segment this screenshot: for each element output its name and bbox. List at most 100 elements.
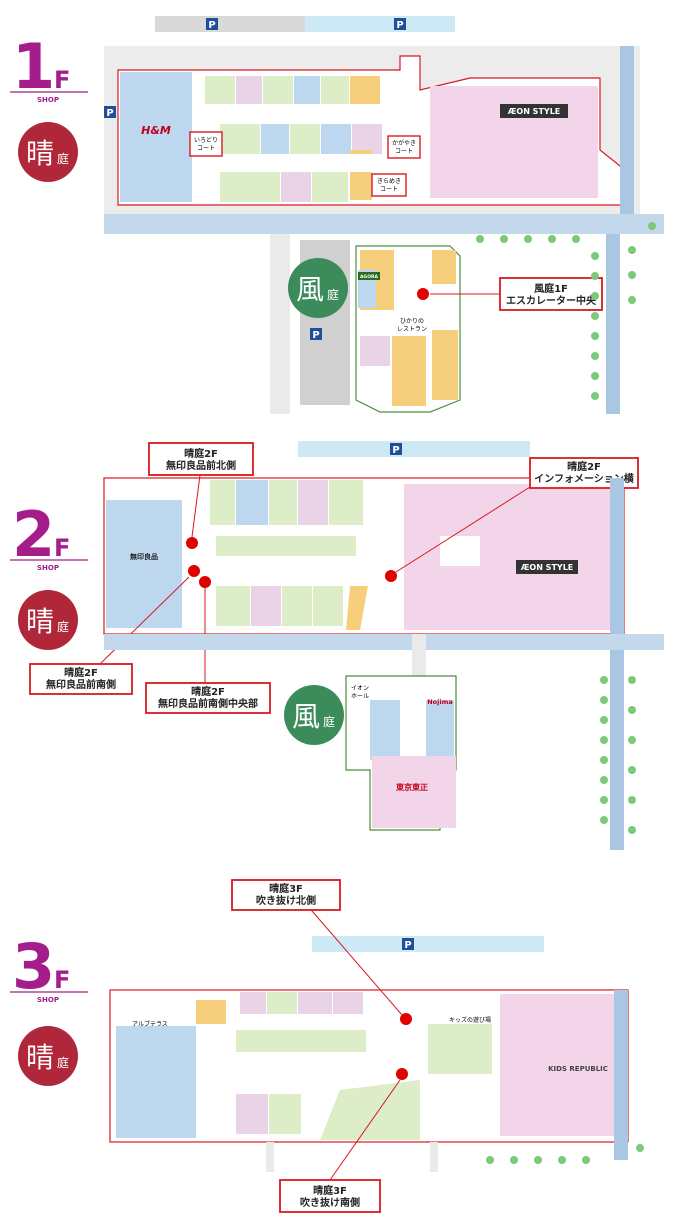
parking-label: P bbox=[208, 20, 215, 31]
shop-block bbox=[288, 258, 348, 318]
parking-label: P bbox=[404, 940, 411, 951]
hikari-restaurant-label: ひかりのレストラン bbox=[397, 318, 427, 333]
store-agora-label: AGORA bbox=[360, 274, 378, 280]
shop-block bbox=[236, 1094, 268, 1134]
hotspot-hare-2f-south[interactable] bbox=[188, 565, 200, 577]
parking-strip-1f bbox=[155, 16, 305, 32]
shop-block bbox=[620, 46, 634, 214]
badge-hare-1f: 晴 庭 bbox=[18, 122, 78, 182]
shop-block bbox=[321, 76, 349, 104]
callout-hare-2f-north[interactable] bbox=[148, 442, 254, 476]
shop-block bbox=[610, 478, 624, 634]
floor-1f-map: P P H&M ÆON STYLE いろどりコート bbox=[104, 16, 664, 414]
shop-block bbox=[269, 480, 297, 525]
badge-hare-2f: 晴 庭 bbox=[18, 590, 78, 650]
badge-hare-3f: 晴 庭 bbox=[18, 1026, 78, 1086]
store-aeon-label-1f: ÆON STYLE bbox=[508, 107, 561, 116]
store-aeon-style-2f[interactable] bbox=[404, 484, 620, 630]
parking-icon bbox=[402, 938, 414, 950]
shop-block bbox=[360, 336, 390, 366]
store-kids-republic[interactable] bbox=[500, 994, 622, 1136]
hotspot-hare-2f-center[interactable] bbox=[199, 576, 211, 588]
shop-block bbox=[192, 154, 402, 172]
callout-kaze-1f[interactable] bbox=[499, 277, 603, 311]
hotspot-hare-3f-south[interactable] bbox=[396, 1068, 408, 1080]
alpu-terrace-label: アルプテラス bbox=[132, 1021, 168, 1028]
store-muji[interactable] bbox=[106, 500, 182, 628]
shop-block bbox=[18, 590, 78, 650]
shop-block bbox=[610, 650, 624, 850]
badge-kaze-small: 庭 bbox=[323, 714, 335, 729]
store-hm[interactable] bbox=[120, 72, 192, 202]
parking-label: P bbox=[106, 108, 113, 119]
badge-kaze-big: 風 bbox=[292, 700, 320, 733]
shop-block bbox=[358, 272, 380, 280]
shop-block bbox=[236, 1030, 366, 1052]
court-irodori[interactable] bbox=[189, 131, 223, 157]
callout-hare-3f-north[interactable] bbox=[231, 879, 341, 911]
hotspot-kaze-1f-escalator[interactable] bbox=[417, 288, 429, 300]
trees-3f bbox=[486, 1144, 644, 1164]
shop-block bbox=[298, 992, 332, 1014]
parking-label: P bbox=[392, 445, 399, 456]
court-kagayaki[interactable] bbox=[387, 135, 421, 159]
shop-block bbox=[294, 76, 320, 104]
store-hm-label: H&M bbox=[141, 124, 171, 137]
shop-block bbox=[284, 685, 344, 745]
store-south-label: 東京東正 bbox=[396, 782, 428, 792]
badge-hare-big: 晴 bbox=[26, 605, 54, 638]
badge-kaze-2f: 風 庭 bbox=[284, 685, 344, 745]
floor-label-3f: 3 F SHOP bbox=[10, 930, 88, 1004]
store-aeon-style-1f[interactable] bbox=[430, 86, 598, 198]
shop-block bbox=[352, 124, 382, 154]
shop-block bbox=[428, 1024, 492, 1074]
floor-suffix-1f: F bbox=[54, 66, 70, 94]
shop-block bbox=[298, 441, 530, 457]
hotspot-hare-3f-north[interactable] bbox=[400, 1013, 412, 1025]
store-banner bbox=[516, 560, 578, 574]
store-nojima-label: Nojima bbox=[427, 698, 453, 706]
callout-hare-3f-south[interactable] bbox=[279, 1179, 381, 1213]
shop-block bbox=[220, 124, 260, 154]
shop-block bbox=[372, 756, 456, 828]
shop-block bbox=[312, 936, 544, 952]
court-kagayaki-label: かがやきコート bbox=[392, 139, 416, 155]
floor-label-2f: 2 F SHOP bbox=[10, 498, 88, 572]
floor-sub-1f: SHOP bbox=[37, 96, 59, 104]
shop-block bbox=[216, 586, 250, 626]
floor-label-1f: 1 F SHOP bbox=[10, 30, 88, 104]
shop-block bbox=[18, 1026, 78, 1086]
floor-sub-2f: SHOP bbox=[37, 564, 59, 572]
callout-hare-2f-center[interactable] bbox=[145, 682, 271, 714]
hotspot-hare-2f-info[interactable] bbox=[385, 570, 397, 582]
shop-block bbox=[432, 250, 456, 284]
badge-hare-small: 庭 bbox=[57, 619, 69, 634]
badge-kaze-small: 庭 bbox=[327, 287, 339, 302]
hotspot-hare-2f-north[interactable] bbox=[186, 537, 198, 549]
shop-block bbox=[116, 1026, 196, 1138]
trees-1f bbox=[476, 222, 656, 400]
shop-block bbox=[282, 586, 312, 626]
badge-kaze-big: 風 bbox=[296, 273, 324, 306]
court-irodori-label: いろどりコート bbox=[194, 136, 218, 152]
shop-block bbox=[196, 1000, 226, 1024]
shop-block bbox=[298, 480, 328, 525]
court-kirameki[interactable] bbox=[371, 173, 407, 197]
shop-block bbox=[267, 992, 297, 1014]
kids-play-label: キッズの遊び場 bbox=[449, 1016, 491, 1024]
parking-icon bbox=[104, 106, 116, 118]
floor-number-3f: 3 bbox=[12, 930, 55, 1003]
court-kirameki-label: きらめきコート bbox=[377, 178, 401, 193]
floor-sub-3f: SHOP bbox=[37, 996, 59, 1004]
callout-hare-2f-south[interactable] bbox=[29, 663, 133, 695]
parking-icon bbox=[310, 328, 322, 340]
store-muji-label: 無印良品 bbox=[130, 552, 158, 561]
badge-hare-big: 晴 bbox=[26, 137, 54, 170]
parking-label: P bbox=[312, 330, 319, 341]
parking-label: P bbox=[396, 20, 403, 31]
shop-block bbox=[412, 634, 426, 680]
